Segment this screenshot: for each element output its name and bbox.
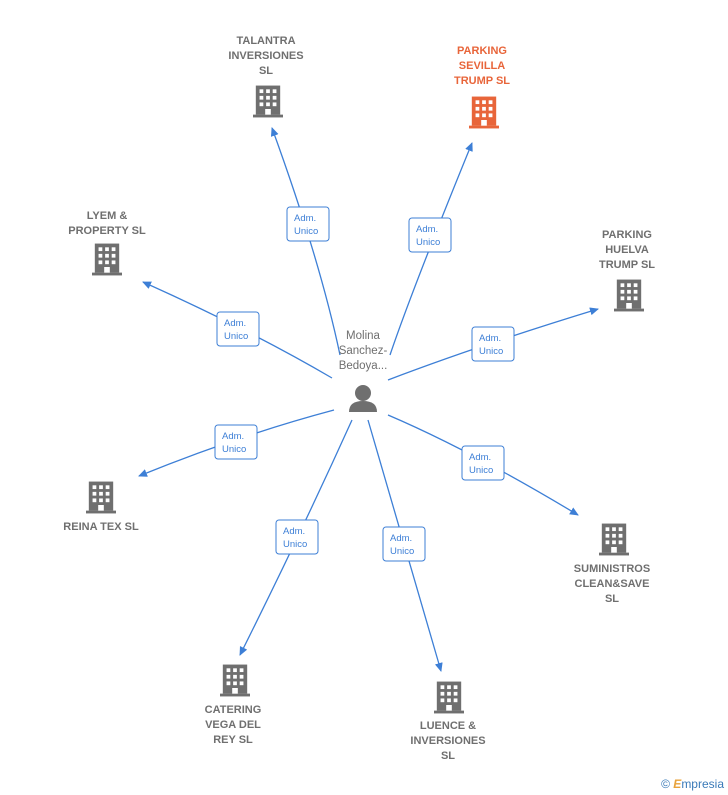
role-badge-talantra[interactable]: Adm. Unico [286,206,330,242]
edge-talantra [270,127,341,356]
building-icon[interactable] [614,279,644,312]
copyright-symbol: © [661,777,670,791]
role-badge-line2: Unico [283,539,307,550]
role-badge-line1: Adm. [469,452,491,463]
building-icon[interactable] [92,243,122,276]
company-name-suministros[interactable]: SUMINISTROS CLEAN&SAVE SL [573,563,651,605]
role-badge-line2: Unico [469,465,493,476]
company-name-reina-tex[interactable]: REINA TEX SL [63,521,139,533]
building-icon[interactable] [434,681,464,714]
edge-parking-sevilla [389,142,473,356]
company-name-parking-huelva[interactable]: PARKING HUELVA TRUMP SL [598,229,656,271]
empresia-watermark: © Empresia [661,777,724,791]
company-name-lyem[interactable]: LYEM & PROPERTY SL [68,210,146,237]
role-badge-line1: Adm. [224,318,246,329]
role-badge-line1: Adm. [222,431,244,442]
role-badge-luence[interactable]: Adm. Unico [382,526,426,562]
company-name-talantra[interactable]: TALANTRA INVERSIONES SL [228,35,304,77]
role-badge-reina-tex[interactable]: Adm. Unico [214,424,258,460]
role-badge-lyem[interactable]: Adm. Unico [216,311,260,347]
building-icon[interactable] [599,523,629,556]
role-badge-line2: Unico [479,346,503,357]
role-badge-line2: Unico [294,226,318,237]
building-icon[interactable] [86,481,116,514]
center-person-name[interactable]: Molina Sanchez- Bedoya... [338,330,388,372]
role-badge-line1: Adm. [294,213,316,224]
company-name-luence[interactable]: LUENCE & INVERSIONES SL [410,720,486,762]
role-badge-catering[interactable]: Adm. Unico [275,519,319,555]
role-badge-suministros[interactable]: Adm. Unico [461,445,505,481]
role-badge-parking-huelva[interactable]: Adm. Unico [471,326,515,362]
person-icon[interactable] [349,385,377,412]
role-badge-line1: Adm. [283,526,305,537]
role-badge-line2: Unico [222,444,246,455]
building-icon[interactable] [220,664,250,697]
company-name-catering[interactable]: CATERING VEGA DEL REY SL [204,704,262,746]
brand-initial: E [673,777,682,791]
role-badge-line2: Unico [416,237,440,248]
building-icon[interactable] [253,85,283,118]
company-name-parking-sevilla[interactable]: PARKING SEVILLA TRUMP SL [453,45,511,87]
brand-name: mpresia [681,777,724,791]
role-badge-line1: Adm. [390,533,412,544]
role-badge-line1: Adm. [416,224,438,235]
building-icon[interactable] [469,96,499,129]
role-badge-line1: Adm. [479,333,501,344]
role-badge-line2: Unico [390,546,414,557]
role-badge-parking-sevilla[interactable]: Adm. Unico [408,217,452,253]
role-badge-line2: Unico [224,331,248,342]
